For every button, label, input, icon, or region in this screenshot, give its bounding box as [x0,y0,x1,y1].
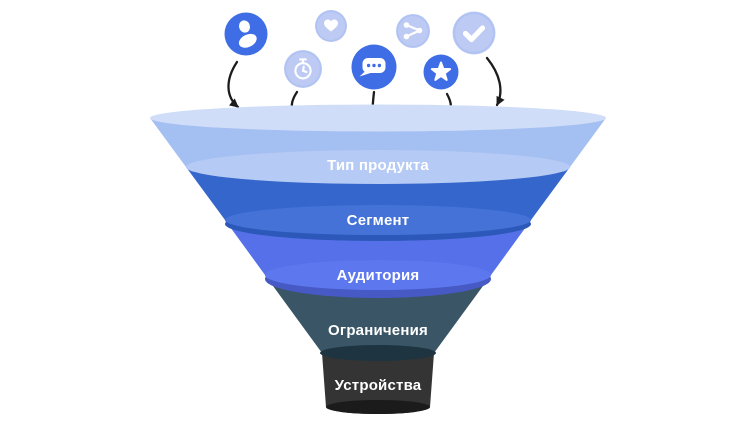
funnel: Тип продукта Сегмент Аудитория Ограничен… [150,104,606,414]
user-icon-circle [224,12,268,56]
heart-icon-ring [315,10,347,42]
stage-label-product-type: Тип продукта [327,157,429,174]
user-icon [224,12,268,56]
star-glyph [430,61,452,81]
stopwatch-icon [284,50,322,88]
check-glyph [462,25,486,43]
share-icon-circle [396,14,430,48]
share-icon-ring [396,14,430,48]
stage-label-segment: Сегмент [347,212,410,229]
funnel-cylinder-bottom [326,400,430,414]
check-icon-ring [453,12,495,54]
funnel-surface-audience [265,260,491,290]
funnel-surface-product-type [186,150,570,184]
funnel-cylinder [322,353,434,414]
stage-label-audience: Аудитория [337,267,420,284]
user-body [238,33,257,48]
chat-tail [359,70,371,77]
stopwatch-glyph [294,58,312,80]
funnel-rim [150,104,606,132]
check-icon-circle [452,11,496,55]
top-icons [224,10,496,90]
user-head [239,20,250,33]
stopwatch-hand-hour [301,69,308,74]
funnel-labels: Тип продукта Сегмент Аудитория Ограничен… [327,157,429,394]
stopwatch-icon-ring [284,50,322,88]
share-dot [416,27,423,34]
flow-arrow-1 [227,60,240,109]
share-dots [403,22,423,40]
funnel-band-4 [265,275,491,361]
chat-dot [377,63,382,68]
heart-icon [315,10,347,42]
heart-glyph [324,19,338,32]
chat-dot [372,63,376,68]
share-dot [403,22,410,28]
stage-label-devices: Устройства [335,377,422,394]
funnel-cylinder-top [320,345,436,361]
flow-arrow-5 [485,56,505,107]
stage-label-restrictions: Ограничения [328,322,428,339]
share-dot [403,33,410,40]
chat-icon [351,44,397,90]
user-icon-glyph [238,20,257,48]
share-icon [396,14,430,48]
funnel-surface-segment [225,205,531,235]
check-icon [452,11,496,55]
star-icon [423,54,459,90]
chat-dot [366,63,371,68]
chat-dots [366,63,382,68]
